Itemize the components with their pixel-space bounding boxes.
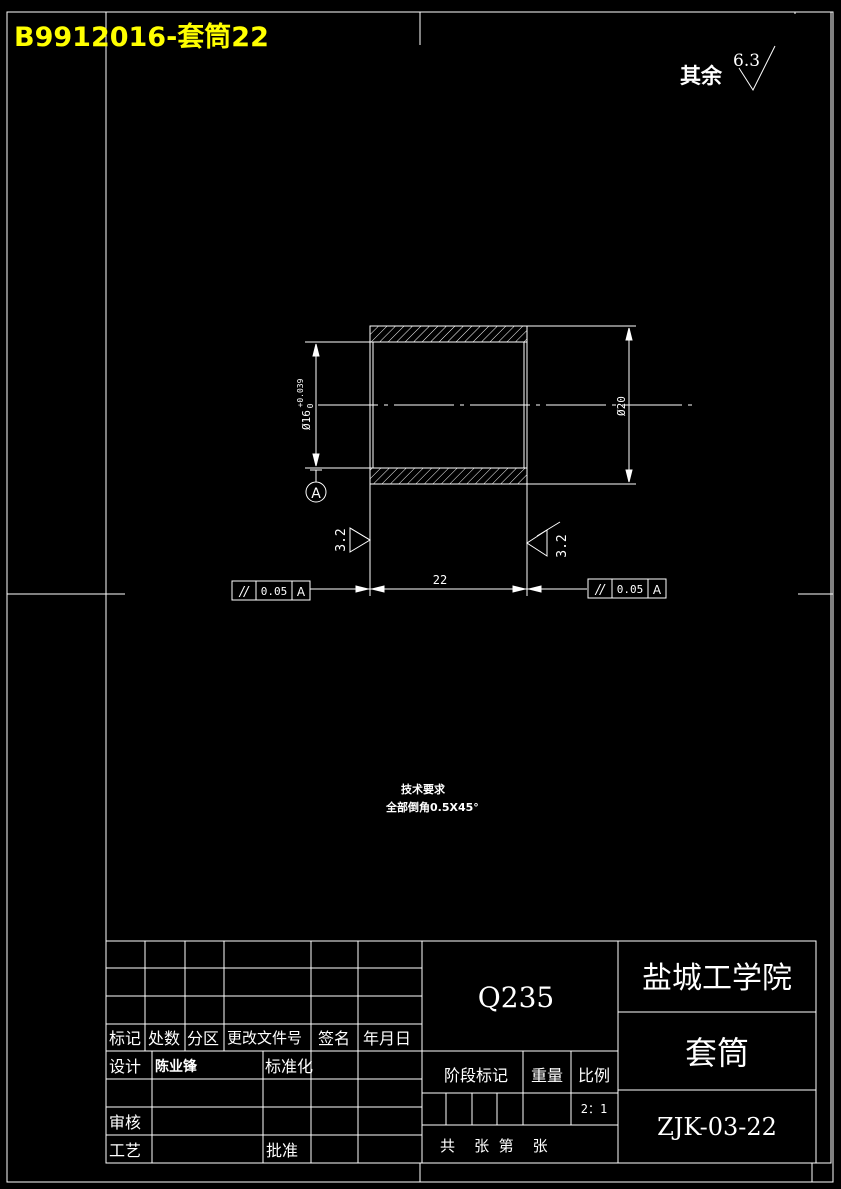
- school-label: 盐城工学院: [642, 961, 792, 996]
- tech-req-line1: 全部倒角0.5X45°: [385, 800, 479, 814]
- material-label: Q235: [478, 981, 554, 1014]
- tolerance-right-datum: A: [653, 583, 662, 597]
- tolerance-left-symbol: //: [239, 585, 250, 600]
- centering-marks: [7, 12, 833, 1182]
- roughness-right-value: 3.2: [555, 534, 570, 557]
- roughness-left-value: 3.2: [334, 528, 349, 551]
- tolerance-right-symbol: //: [595, 583, 606, 598]
- header-date: 年月日: [363, 1029, 411, 1048]
- datum-label: A: [311, 486, 321, 502]
- top-wall-hatch: [369, 325, 528, 343]
- header-count: 处数: [148, 1029, 180, 1048]
- outer-diameter-label: Ø20: [615, 396, 628, 416]
- tolerance-frame-right: [587, 578, 667, 599]
- header-change-doc: 更改文件号: [227, 1029, 302, 1047]
- roughness-right-symbol: [526, 521, 561, 557]
- outer-frame: [6, 11, 834, 1183]
- surface-note-prefix: 其余: [680, 64, 723, 88]
- scale-value: 2：1: [581, 1102, 607, 1116]
- surface-note-value: 6.3: [733, 51, 760, 71]
- drawing-number-label: ZJK-03-22: [657, 1113, 777, 1141]
- designer-name: 陈业锋: [155, 1058, 198, 1075]
- inner-tolerance-upper: +0.039: [296, 378, 305, 407]
- inner-tolerance-lower: 0: [306, 403, 315, 408]
- surface-note: 其余 6.3: [680, 45, 776, 92]
- roughness-left-symbol: [349, 527, 371, 553]
- datum-marker: [305, 469, 327, 503]
- outer-diameter-dim: [527, 325, 636, 485]
- tolerance-left-value: 0.05: [261, 585, 288, 598]
- process-label: 工艺: [109, 1141, 141, 1160]
- sheets-label: 共 张 第 张: [440, 1137, 548, 1155]
- title-block-grid: [105, 940, 817, 1164]
- design-label: 设计: [109, 1057, 141, 1076]
- tech-req-title: 技术要求: [401, 782, 446, 796]
- stage-label: 阶段标记: [444, 1066, 508, 1085]
- roughness-symbol-icon: [738, 45, 776, 92]
- inner-diameter-label: Ø16: [300, 410, 313, 430]
- length-label: 22: [433, 573, 447, 587]
- header-label: B9912016-套筒22: [14, 21, 269, 53]
- review-label: 审核: [109, 1113, 141, 1132]
- sleeve-section: [318, 325, 697, 485]
- length-dim: [310, 484, 587, 596]
- standardize-label: 标准化: [265, 1057, 313, 1076]
- header-mark: 标记: [109, 1029, 141, 1048]
- header-zone: 分区: [187, 1029, 219, 1048]
- header-sign: 签名: [318, 1029, 350, 1048]
- inner-diameter-dim: [305, 341, 370, 469]
- weight-label: 重量: [531, 1066, 563, 1085]
- tolerance-right-value: 0.05: [617, 583, 644, 596]
- tolerance-left-datum: A: [297, 585, 306, 599]
- bottom-wall-hatch: [369, 467, 528, 485]
- part-name-label: 套筒: [685, 1034, 749, 1072]
- tolerance-frame-left: [231, 580, 311, 601]
- approve-label: 批准: [266, 1141, 298, 1160]
- scale-label: 比例: [578, 1066, 610, 1085]
